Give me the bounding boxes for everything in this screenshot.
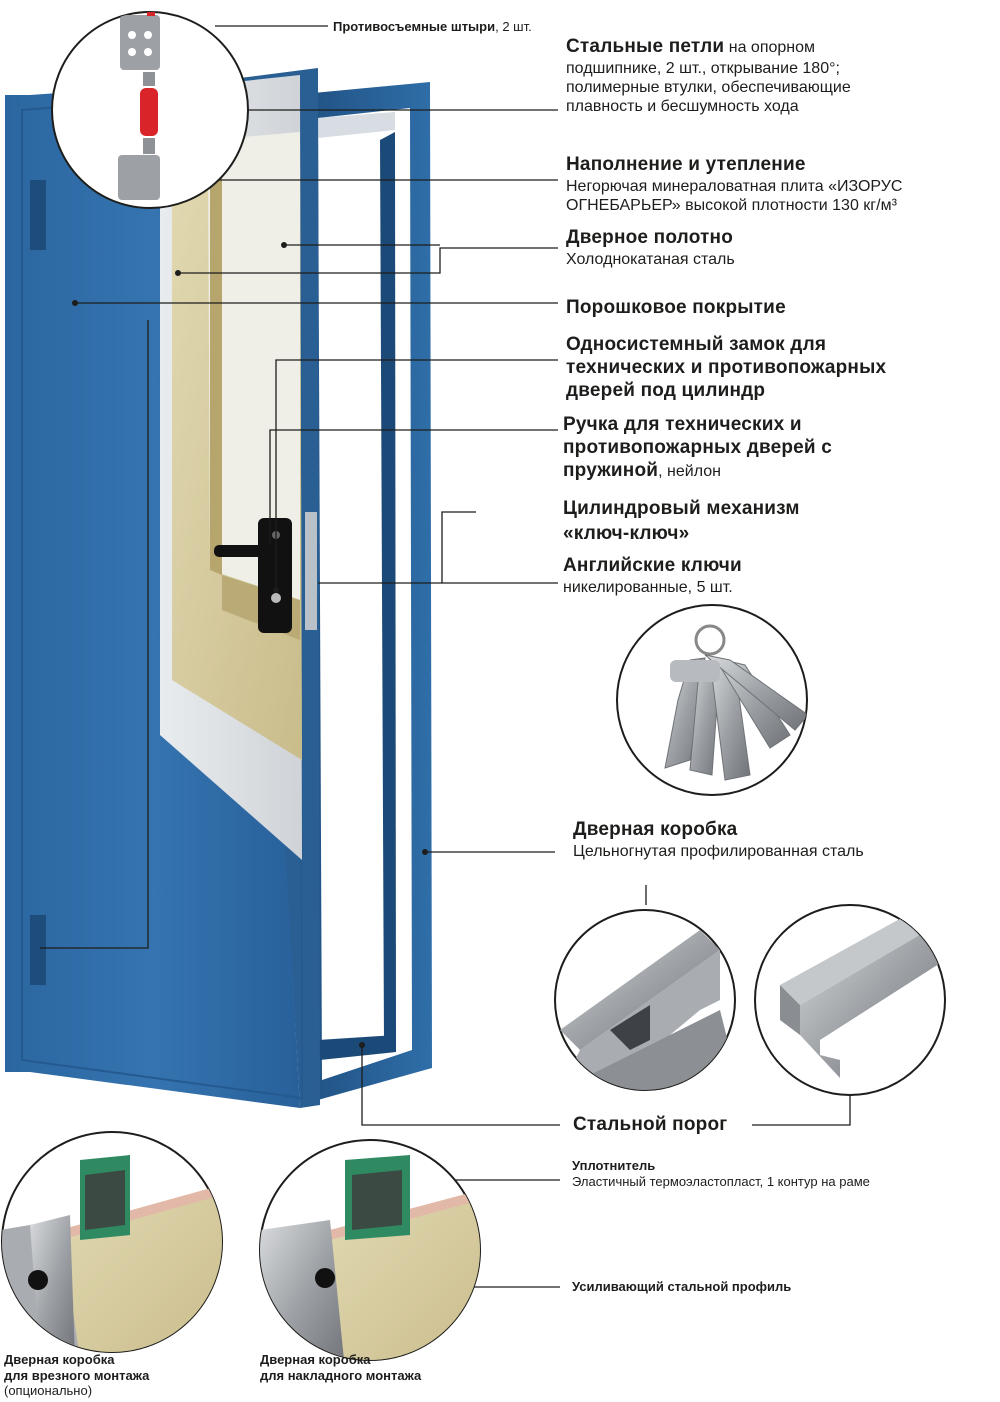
threshold-profile-icon [754, 904, 946, 1096]
door-illustration [5, 68, 432, 1108]
label-frame: Дверная коробка Цельногнутая профилирова… [573, 819, 864, 860]
label-lock: Односистемный замок для технических и пр… [566, 334, 887, 401]
label-leaf: Дверное полотно Холоднокатаная сталь [566, 227, 735, 268]
label-frame-mortise: Дверная коробка для врезного монтажа (оп… [4, 1352, 150, 1399]
overlay-frame-section-icon [259, 1139, 481, 1361]
label-filling: Наполнение и утепление Негорючая минерал… [566, 154, 903, 214]
mortise-frame-section-icon [1, 1131, 223, 1353]
keys-icon [616, 604, 808, 796]
label-threshold: Стальной порог [573, 1114, 728, 1135]
label-seal: Уплотнитель Эластичный термоэластопласт,… [572, 1158, 870, 1189]
label-profile: Усиливающий стальной профиль [572, 1279, 792, 1294]
hinge-detail-icon [51, 11, 249, 209]
label-pins: Противосъемные штыри, 2 шт. [333, 19, 532, 34]
leader-lines [40, 25, 851, 1288]
label-handle: Ручка для технических и противопожарных … [563, 414, 833, 481]
frame-profile-icon [554, 909, 736, 1091]
label-coating: Порошковое покрытие [566, 297, 786, 318]
label-frame-overlay: Дверная коробка для накладного монтажа [260, 1352, 422, 1383]
label-cylinder: Цилиндровый механизм «ключ-ключ» [563, 498, 800, 545]
label-hinges: Стальные петли на опорном подшипнике, 2 … [566, 36, 851, 116]
label-keys: Английские ключи никелированные, 5 шт. [563, 555, 742, 596]
